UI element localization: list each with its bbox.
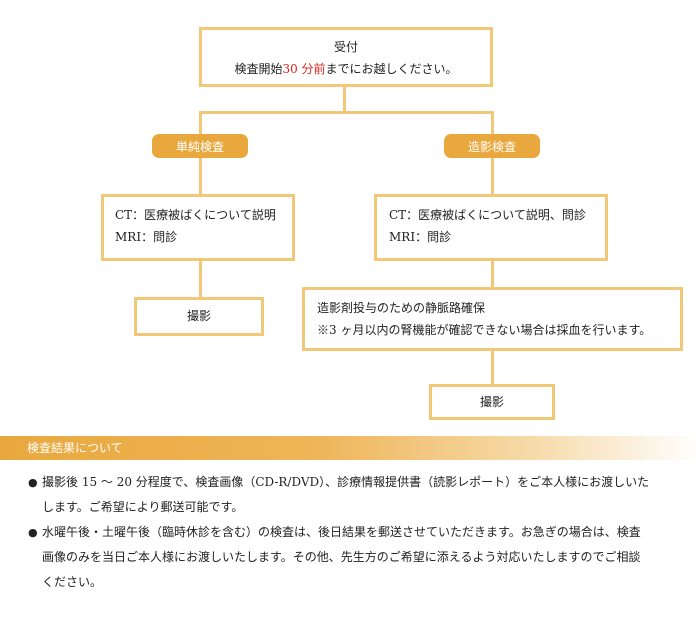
venous-access-box: 造影剤投与のための静脈路確保 ※3 ヶ月以内の腎機能が確認できない場合は採血を行… (302, 287, 683, 351)
connector-venous-to-shoot (491, 350, 494, 385)
plain-explanation-mri: MRI：問診 (115, 230, 178, 244)
connector-contrast-pill-to-box (491, 157, 494, 196)
connector-plain-box-to-shoot (199, 259, 202, 298)
results-note-line: 水曜午後・土曜午後（臨時休診を含む）の検査は、後日結果を郵送させていただきます。… (42, 525, 641, 539)
plain-shoot-label: 撮影 (186, 309, 211, 323)
results-header-bar: 検査結果について (0, 436, 700, 460)
reception-title: 受付 (333, 40, 358, 54)
connector-reception-down (343, 85, 346, 113)
results-header: 検査結果について (27, 441, 123, 455)
results-note-line: 画像のみを当日ご本人様にお渡しいたします。その他、先生方のご希望に添えるよう対応… (42, 550, 641, 564)
reception-time-highlight: 30 分前 (282, 62, 326, 76)
contrast-explanation-ct: CT：医療被ばくについて説明、問診 (389, 208, 586, 222)
connector-contrast-down (491, 111, 494, 136)
venous-access-note: ※3 ヶ月以内の腎機能が確認できない場合は採血を行います。 (317, 323, 652, 337)
plain-shoot-box: 撮影 (134, 297, 264, 336)
connector-plain-down (199, 111, 202, 136)
connector-horizontal (199, 111, 493, 114)
contrast-exam-pill: 造影検査 (444, 134, 540, 158)
contrast-explanation-box: CT：医療被ばくについて説明、問診 MRI：問診 (374, 194, 608, 261)
results-note: ● 水曜午後・土曜午後（臨時休診を含む）の検査は、後日結果を郵送させていただきま… (28, 520, 678, 595)
plain-explanation-box: CT：医療被ばくについて説明 MRI：問診 (101, 194, 295, 261)
contrast-explanation-mri: MRI：問診 (389, 230, 452, 244)
reception-box: 受付 検査開始30 分前までにお越しください。 (199, 27, 493, 87)
venous-access-title: 造影剤投与のための静脈路確保 (317, 301, 486, 315)
results-note-line: 撮影後 15 〜 20 分程度で、検査画像（CD-R/DVD）、診療情報提供書（… (42, 475, 650, 489)
connector-contrast-box-to-venous (491, 259, 494, 289)
reception-instruction: 検査開始30 分前までにお越しください。 (234, 62, 458, 76)
plain-explanation-ct: CT：医療被ばくについて説明 (115, 208, 276, 222)
results-notes: ● 撮影後 15 〜 20 分程度で、検査画像（CD-R/DVD）、診療情報提供… (28, 470, 678, 595)
connector-plain-pill-to-box (199, 157, 202, 196)
plain-exam-pill: 単純検査 (152, 134, 248, 158)
results-note-line: します。ご希望により郵送可能です。 (42, 500, 244, 514)
bullet-icon: ● (28, 526, 38, 539)
results-note: ● 撮影後 15 〜 20 分程度で、検査画像（CD-R/DVD）、診療情報提供… (28, 470, 678, 520)
bullet-icon: ● (28, 476, 38, 489)
contrast-shoot-box: 撮影 (429, 384, 555, 420)
contrast-shoot-label: 撮影 (479, 395, 504, 409)
results-note-line: ください。 (42, 575, 103, 589)
